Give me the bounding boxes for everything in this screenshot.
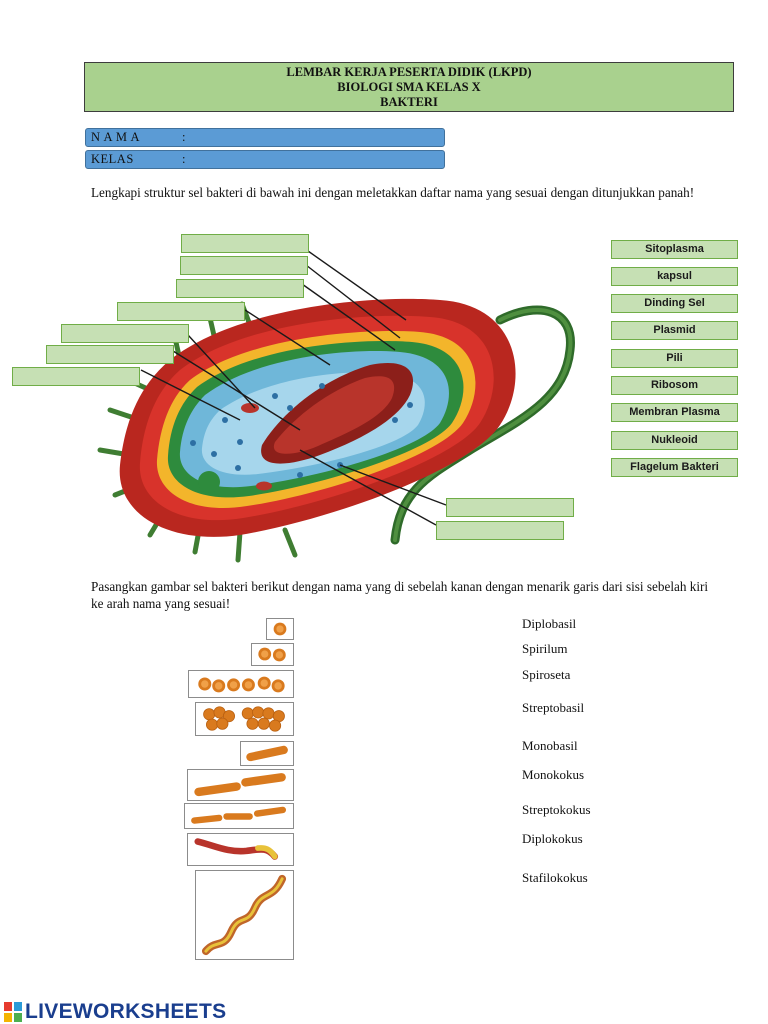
tile-kapsul[interactable]: kapsul <box>611 267 738 286</box>
spirillum-image[interactable] <box>187 833 294 866</box>
name-option-streptobasil[interactable]: Streptobasil <box>522 700 585 715</box>
name-colon: : <box>182 130 186 144</box>
liveworksheets-logo[interactable]: LIVEWORKSHEETS <box>4 1000 226 1024</box>
drop-box-7[interactable] <box>12 367 140 386</box>
class-colon: : <box>182 152 186 166</box>
instruction-structure: Lengkapi struktur sel bakteri di bawah i… <box>91 185 695 200</box>
name-label: N A M A <box>91 130 141 144</box>
drop-box-2[interactable] <box>180 256 308 275</box>
drop-box-4[interactable] <box>117 302 245 321</box>
drop-box-6[interactable] <box>46 345 174 364</box>
class-field[interactable]: KELAS : <box>85 150 445 169</box>
drop-box-5[interactable] <box>61 324 189 343</box>
tile-sitoplasma[interactable]: Sitoplasma <box>611 240 738 259</box>
diplococcus-image[interactable] <box>251 643 294 666</box>
class-label: KELAS <box>91 152 134 166</box>
liveworksheets-logo-icon <box>4 1002 22 1022</box>
name-option-diplokokus[interactable]: Diplokokus <box>522 831 583 846</box>
name-option-diplobasil[interactable]: Diplobasil <box>522 616 577 631</box>
name-option-monobasil[interactable]: Monobasil <box>522 738 578 753</box>
monococcus-image[interactable] <box>266 618 294 640</box>
name-option-spiroseta[interactable]: Spiroseta <box>522 667 571 682</box>
drop-box-3[interactable] <box>176 279 304 298</box>
instruction-matching: Pasangkan gambar sel bakteri berikut den… <box>91 579 709 611</box>
header-topic: BAKTERI <box>380 95 438 109</box>
header-title: LEMBAR KERJA PESERTA DIDIK (LKPD) <box>286 65 532 79</box>
tile-plasmid[interactable]: Plasmid <box>611 321 738 340</box>
monobacillus-image[interactable] <box>240 741 294 766</box>
name-field[interactable]: N A M A : <box>85 128 445 147</box>
worksheet-header: LEMBAR KERJA PESERTA DIDIK (LKPD) BIOLOG… <box>84 62 734 112</box>
streptobacillus-image[interactable] <box>184 803 294 829</box>
tile-membran-plasma[interactable]: Membran Plasma <box>611 403 738 422</box>
tile-nukleoid[interactable]: Nukleoid <box>611 431 738 450</box>
drop-box-9[interactable] <box>436 521 564 540</box>
tile-pili[interactable]: Pili <box>611 349 738 368</box>
bacteria-cell-diagram <box>97 250 575 563</box>
name-option-streptokokus[interactable]: Streptokokus <box>522 802 591 817</box>
name-option-spirilum[interactable]: Spirilum <box>522 641 568 656</box>
drop-box-8[interactable] <box>446 498 574 517</box>
tile-flagelum-bakteri[interactable]: Flagelum Bakteri <box>611 458 738 477</box>
tile-ribosom[interactable]: Ribosom <box>611 376 738 395</box>
name-option-stafilokokus[interactable]: Stafilokokus <box>522 870 588 885</box>
name-option-monokokus[interactable]: Monokokus <box>522 767 585 782</box>
streptococcus-image[interactable] <box>188 670 294 698</box>
spirochete-image[interactable] <box>195 870 294 960</box>
brand-name: LIVEWORKSHEETS <box>25 1000 227 1023</box>
drop-box-1[interactable] <box>181 234 309 253</box>
staphylococcus-image[interactable] <box>195 702 294 736</box>
diplobacillus-image[interactable] <box>187 769 294 801</box>
header-subtitle: BIOLOGI SMA KELAS X <box>337 80 481 94</box>
tile-dinding-sel[interactable]: Dinding Sel <box>611 294 738 313</box>
